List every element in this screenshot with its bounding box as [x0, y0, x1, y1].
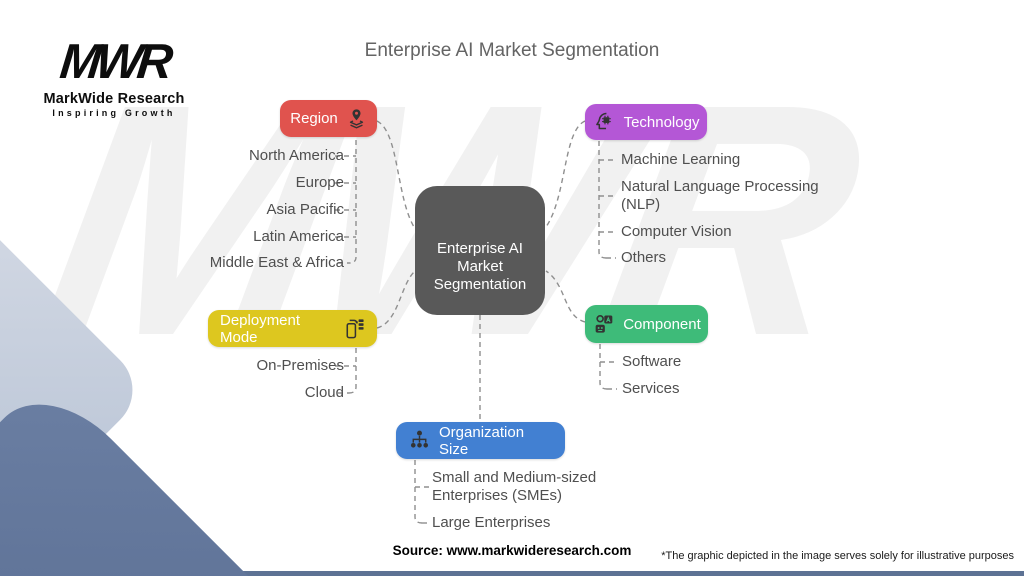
- page-title: Enterprise AI Market Segmentation: [364, 40, 660, 61]
- central-node-line: Market: [457, 258, 503, 275]
- mobile-deploy-icon: [346, 319, 364, 339]
- org-chart-icon: [410, 430, 429, 448]
- markwide-logo: MWR MarkWide Research Inspiring Growth: [35, 34, 193, 118]
- branch-label-technology: Technology: [623, 113, 700, 131]
- branch-node-component: Component: [585, 305, 708, 343]
- organization-size-item: Large Enterprises: [432, 514, 551, 531]
- branch-node-deployment-mode: Deployment Mode: [208, 310, 377, 347]
- region-item: North America: [248, 147, 344, 164]
- deployment-item: On-Premises: [256, 357, 344, 374]
- technology-item: Machine Learning: [621, 151, 741, 168]
- component-item: Software: [622, 353, 682, 370]
- central-node-line: Segmentation: [433, 276, 527, 293]
- branch-node-organization-size: Organization Size: [396, 422, 565, 459]
- technology-item: Others: [621, 249, 667, 266]
- central-node-line: Enterprise AI: [437, 240, 523, 257]
- deployment-item: Cloud: [304, 384, 344, 401]
- logo-name: MarkWide Research: [43, 91, 185, 107]
- central-node: Enterprise AI Market Segmentation: [415, 186, 545, 315]
- branch-label-organization-size: Organization Size: [439, 423, 525, 458]
- technology-item: Computer Vision: [621, 223, 732, 240]
- region-item: Latin America: [253, 228, 344, 245]
- disclaimer-text: *The graphic depicted in the image serve…: [661, 550, 1014, 562]
- component-item: Services: [622, 380, 680, 397]
- region-item: Europe: [295, 174, 344, 191]
- bot-icon: [595, 314, 613, 333]
- branch-label-component: Component: [623, 315, 701, 333]
- region-item: Middle East & Africa: [209, 254, 344, 271]
- region-item: Asia Pacific: [266, 201, 344, 218]
- map-pin-icon: [349, 109, 363, 129]
- source-text: Source: www.markwideresearch.com: [392, 543, 632, 558]
- branch-label-region: Region: [290, 110, 338, 127]
- bottom-edge-strip: [0, 571, 1024, 576]
- organization-size-item: Small and Medium-sized Enterprises (SMEs…: [432, 469, 597, 504]
- branch-node-technology: Technology: [585, 104, 707, 140]
- branch-node-region: Region: [280, 100, 377, 137]
- technology-item: Natural Language Processing (NLP): [621, 178, 819, 213]
- logo-tagline: Inspiring Growth: [52, 108, 176, 118]
- branch-label-deployment-mode: Deployment Mode: [220, 311, 301, 346]
- ai-head-chip-icon: [595, 112, 611, 129]
